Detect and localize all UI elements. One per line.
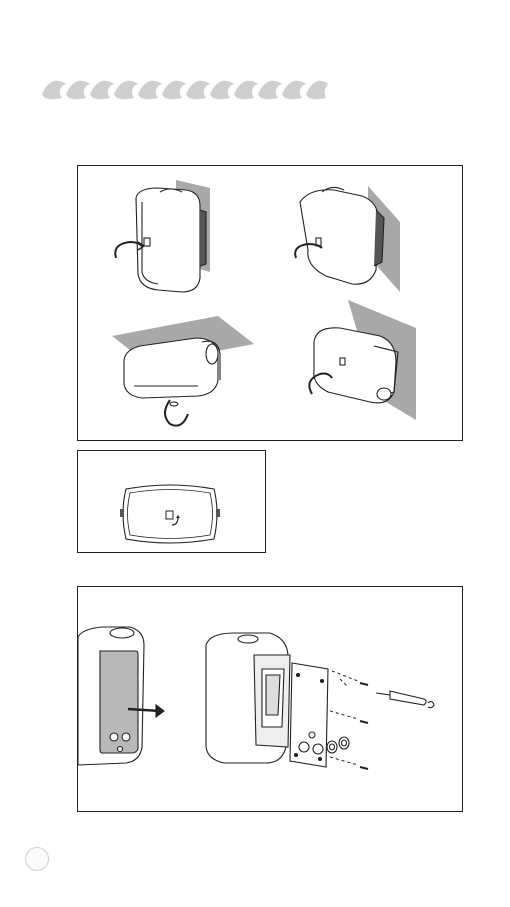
gaskets bbox=[327, 737, 349, 753]
orientation-figure-panel bbox=[77, 165, 463, 441]
logo-rotation-figure bbox=[78, 451, 265, 552]
logo-rotation-figure-panel bbox=[77, 450, 266, 553]
speaker-ceiling bbox=[112, 316, 254, 426]
header-banner bbox=[38, 74, 328, 102]
banner-shapes bbox=[42, 81, 328, 99]
page-number-badge bbox=[25, 847, 49, 871]
speaker-horizontal-wall bbox=[309, 300, 416, 420]
terminal-cover-plate bbox=[290, 663, 328, 767]
orientation-figure bbox=[78, 166, 462, 440]
speaker-open-back bbox=[206, 633, 290, 763]
terminal-cover-figure-panel bbox=[77, 586, 463, 812]
screws bbox=[330, 671, 368, 769]
terminal-cover-figure bbox=[78, 587, 462, 811]
speaker-back-view bbox=[78, 627, 164, 765]
speaker-vertical-left bbox=[115, 180, 210, 292]
speaker-vertical-right bbox=[295, 186, 400, 292]
screwdriver-icon bbox=[376, 691, 434, 708]
